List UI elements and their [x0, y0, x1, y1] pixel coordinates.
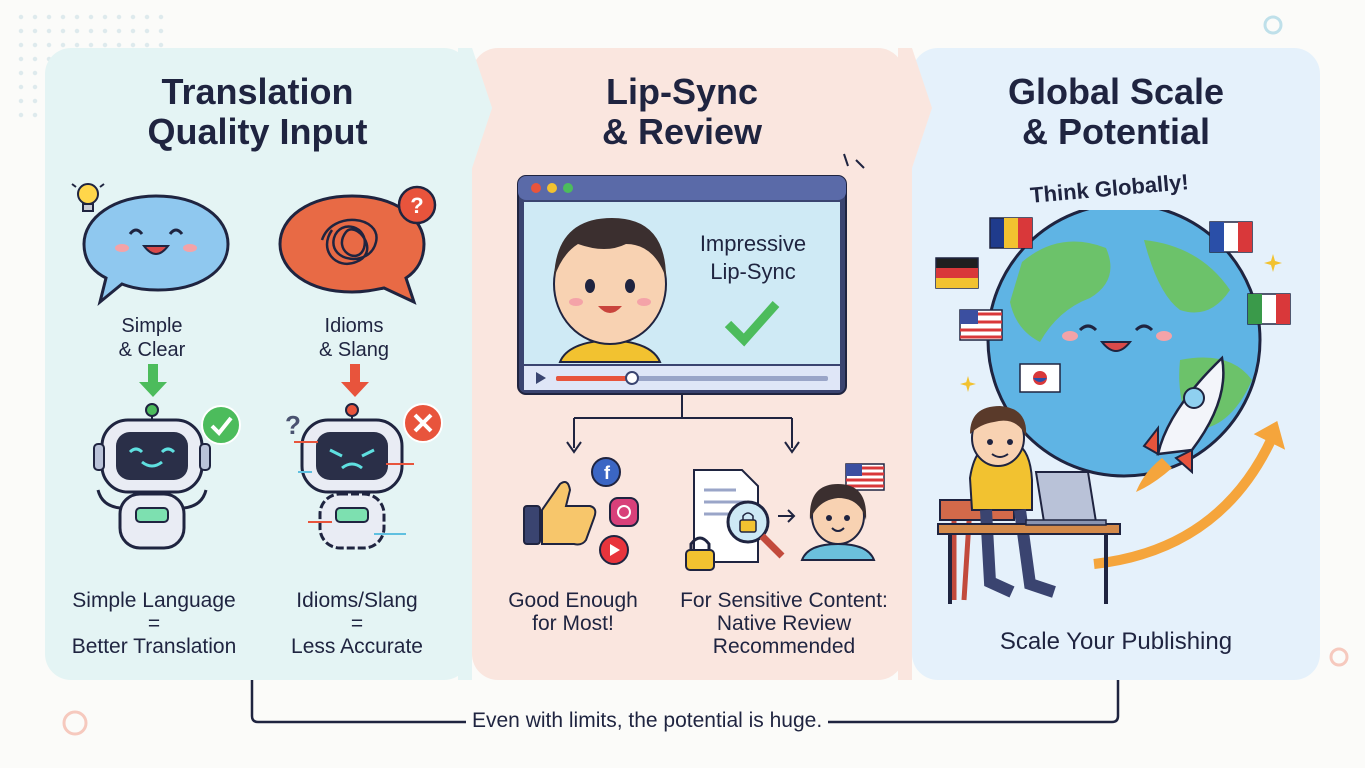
bubble-label-simple: Simple & Clear	[90, 314, 214, 362]
sparkle-icon	[960, 376, 976, 392]
result-line: =	[147, 612, 161, 635]
lock-icon	[685, 536, 715, 571]
result-line: Better Translation	[71, 635, 237, 658]
facebook-icon: f	[591, 457, 621, 487]
outcome-native-review: For Sensitive Content: Native Review Rec…	[666, 589, 902, 658]
instagram-icon	[609, 497, 639, 527]
title-line: & Review	[601, 111, 763, 152]
lightbulb-icon	[71, 183, 105, 212]
label-line: & Clear	[118, 339, 186, 361]
decorative-circle	[62, 710, 88, 736]
label-line: Idioms	[324, 315, 384, 337]
panel-title: Lip-Sync & Review	[472, 72, 892, 152]
question-mark-icon: ?	[285, 410, 301, 440]
outcome-line: Good Enough	[508, 589, 638, 612]
label-line: Simple	[121, 315, 183, 337]
thumbs-up-icon	[523, 481, 597, 546]
arrow-down-red-icon	[341, 364, 369, 397]
label-line: & Slang	[318, 339, 390, 361]
chevron-arrow-1	[458, 48, 492, 680]
cross-icon	[403, 403, 443, 443]
outcome-good-enough: Good Enough for Most!	[490, 589, 656, 635]
speech-bubble-tangled-icon	[278, 194, 426, 305]
youtube-icon	[599, 535, 629, 565]
result-line: =	[350, 612, 364, 635]
result-line: Less Accurate	[291, 635, 423, 658]
title-line: Lip-Sync	[605, 71, 758, 112]
flag-icons	[935, 217, 1291, 393]
native-reviewer-icon	[800, 463, 885, 561]
laptop-icon	[1025, 471, 1107, 526]
title-line: Global Scale	[1007, 71, 1225, 112]
scale-caption: Scale Your Publishing	[999, 628, 1233, 655]
svg-text:?: ?	[285, 410, 301, 440]
result-simple: Simple Language = Better Translation	[58, 589, 250, 658]
outcome-line: Native Review	[716, 612, 852, 635]
caption-line: Lip-Sync	[710, 259, 796, 284]
arrow-right-icon	[778, 509, 796, 523]
arrow-down-green-icon	[139, 364, 167, 397]
result-line: Idioms/Slang	[296, 589, 418, 612]
result-line: Simple Language	[72, 589, 236, 612]
panel-translation-quality	[45, 48, 470, 680]
chevron-arrow-2	[898, 48, 932, 680]
svg-text:f: f	[604, 463, 611, 483]
title-line: Quality Input	[147, 111, 368, 152]
svg-text:?: ?	[410, 193, 423, 218]
rocket-icon	[1136, 355, 1225, 492]
video-player-icon	[517, 175, 847, 395]
screen-caption: Impressive Lip-Sync	[678, 230, 828, 286]
panel-title: Global Scale & Potential	[912, 72, 1320, 152]
speech-bubble-happy-icon	[82, 194, 230, 307]
title-line: Translation	[161, 71, 354, 112]
outcome-line: For Sensitive Content:	[680, 589, 888, 612]
global-scene-illustration	[935, 210, 1291, 604]
sparkle-icon	[1264, 254, 1282, 272]
bubble-label-idioms: Idioms & Slang	[292, 314, 416, 362]
caption-line: Impressive	[699, 231, 807, 256]
question-icon: ?	[397, 185, 437, 225]
sparkle-lines-icon	[843, 153, 865, 169]
footer-summary: Even with limits, the potential is huge.	[466, 708, 829, 734]
outcome-line: for Most!	[532, 612, 614, 635]
decorative-circle	[1329, 647, 1349, 667]
title-line: & Potential	[1021, 111, 1210, 152]
check-icon	[201, 405, 241, 445]
panel-title: Translation Quality Input	[45, 72, 470, 152]
result-idioms: Idioms/Slang = Less Accurate	[272, 589, 442, 658]
decorative-circle	[1263, 15, 1283, 35]
magnifier-icon	[726, 500, 785, 559]
split-connector	[566, 394, 800, 454]
robot-happy-icon	[93, 403, 211, 550]
outcome-line: Recommended	[712, 635, 856, 658]
robot-glitchy-icon	[294, 403, 414, 550]
